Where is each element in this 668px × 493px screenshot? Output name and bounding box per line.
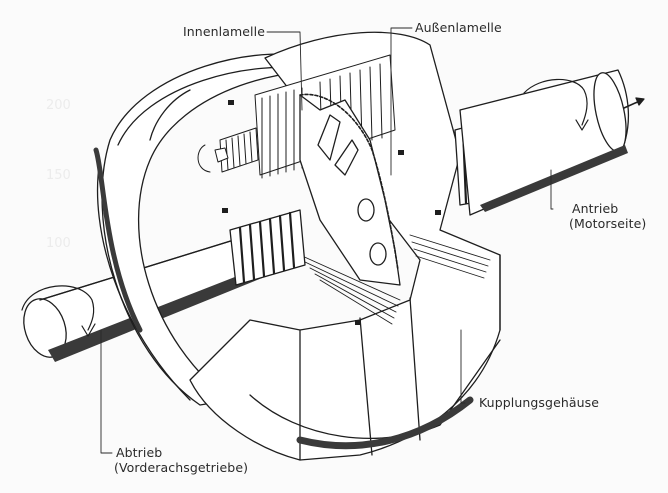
input-shaft: [459, 69, 630, 216]
ghost-tick-150: 150: [46, 168, 71, 183]
seal-rings: [222, 100, 441, 325]
direction-arrow-icon: [623, 97, 645, 109]
pressure-spring: [197, 127, 259, 173]
lower-plate-fins: [299, 234, 491, 325]
label-drive-sub: (Motorseite): [569, 216, 647, 231]
ghost-tick-100: 100: [46, 236, 71, 251]
label-outer-plate: Außenlamelle: [415, 20, 502, 35]
leader-inner-plate: [266, 31, 303, 111]
input-rotation-arrow-icon: [523, 78, 589, 131]
label-output: Abtrieb: [116, 445, 163, 460]
leader-outer-plate: [390, 27, 413, 176]
leader-drive: [550, 169, 554, 210]
needle-bearing-left: [229, 209, 306, 286]
label-drive: Antrieb: [572, 201, 619, 216]
label-inner-plate: Innenlamelle: [183, 24, 265, 39]
leader-lines: [100, 27, 554, 454]
clutch-housing: [189, 31, 501, 461]
leader-output: [100, 329, 113, 454]
label-output-sub: (Vorderachsgetriebe): [114, 460, 249, 475]
label-housing: Kupplungsgehäuse: [479, 395, 600, 410]
output-rotation-arrow-icon: [21, 285, 96, 337]
leader-housing: [460, 329, 466, 404]
ghost-tick-200: 200: [46, 98, 71, 113]
inner-plate-disc: [299, 93, 401, 286]
